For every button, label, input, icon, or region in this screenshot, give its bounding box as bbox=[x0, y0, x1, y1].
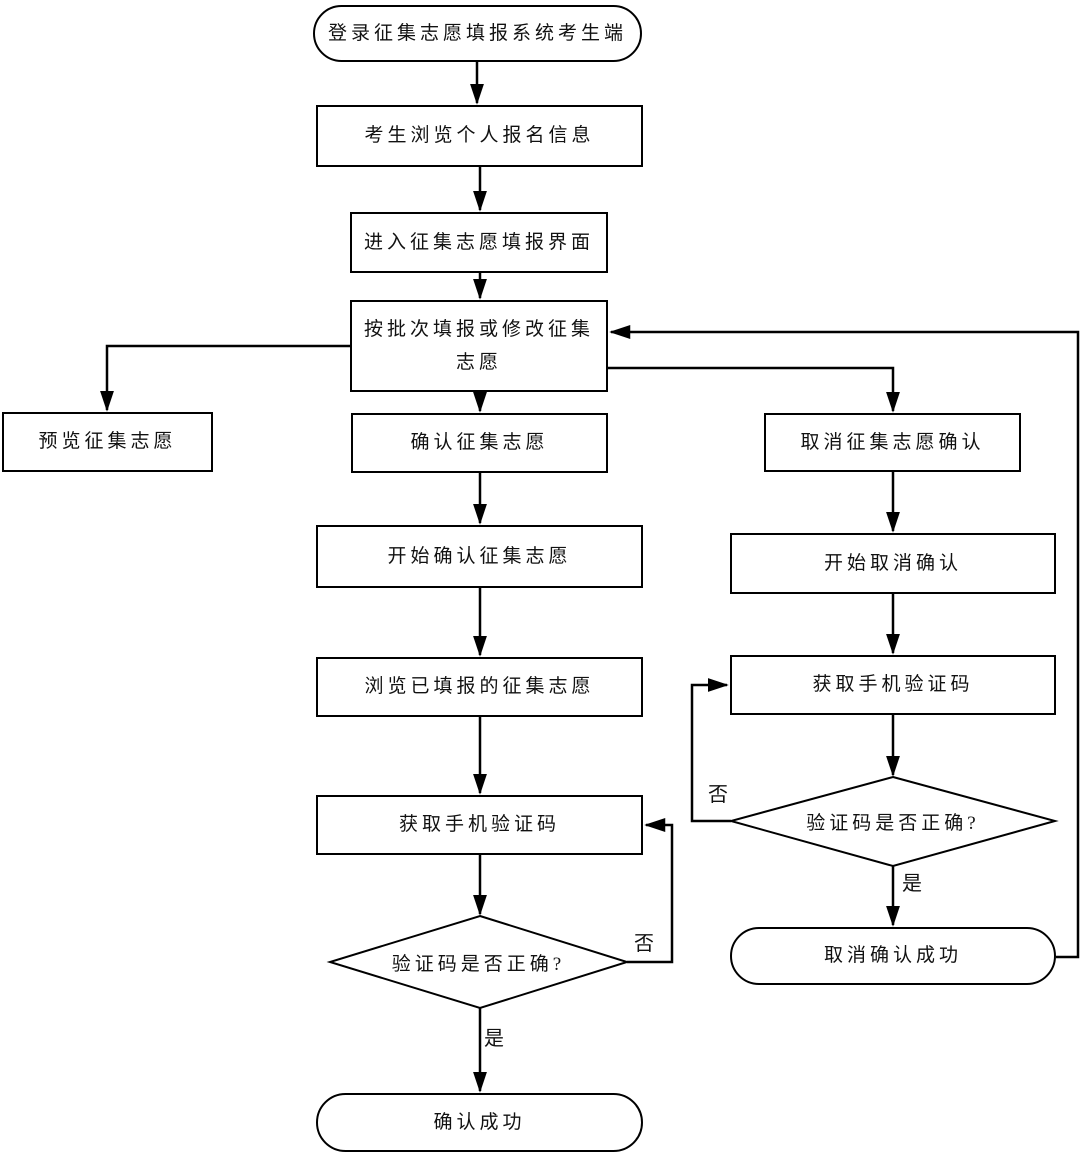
node-login-terminator: 登录征集志愿填报系统考生端 bbox=[313, 5, 642, 62]
node-enter-page: 进入征集志愿填报界面 bbox=[350, 212, 608, 273]
edge-check-mid-no-loop bbox=[627, 818, 674, 964]
node-browse-info: 考生浏览个人报名信息 bbox=[316, 105, 643, 167]
node-success-terminator: 确认成功 bbox=[316, 1093, 643, 1152]
edge-label-yes-right: 是 bbox=[902, 873, 922, 895]
node-start-confirm: 开始确认征集志愿 bbox=[316, 525, 643, 588]
decision-check-code-right-label: 验证码是否正确? bbox=[806, 812, 980, 834]
node-get-code-right: 获取手机验证码 bbox=[730, 655, 1056, 715]
edge-check-right-no-loop bbox=[690, 678, 731, 823]
node-batch-fill: 按批次填报或修改征集志愿 bbox=[350, 300, 608, 392]
decision-check-code-right-shape bbox=[727, 775, 1059, 868]
edge-label-no-mid: 否 bbox=[634, 933, 654, 955]
node-preview: 预览征集志愿 bbox=[2, 412, 213, 472]
edge-label-no-right: 否 bbox=[708, 784, 728, 806]
edge-batch-fill-cancel bbox=[608, 366, 900, 413]
node-browse-filled: 浏览已填报的征集志愿 bbox=[316, 657, 643, 717]
node-cancel-confirm: 取消征集志愿确认 bbox=[764, 413, 1021, 472]
edge-label-yes-mid: 是 bbox=[484, 1028, 504, 1050]
node-start-cancel: 开始取消确认 bbox=[730, 533, 1056, 594]
node-get-code-mid: 获取手机验证码 bbox=[316, 795, 643, 855]
edge-batch-fill-preview bbox=[100, 344, 350, 412]
node-confirm: 确认征集志愿 bbox=[351, 413, 608, 473]
decision-check-code-mid-shape bbox=[326, 914, 631, 1010]
decision-check-code-mid-label: 验证码是否正确? bbox=[391, 953, 566, 975]
node-cancel-success-terminator: 取消确认成功 bbox=[730, 927, 1056, 985]
edge-cancel-success-batch-fill bbox=[609, 325, 1080, 959]
